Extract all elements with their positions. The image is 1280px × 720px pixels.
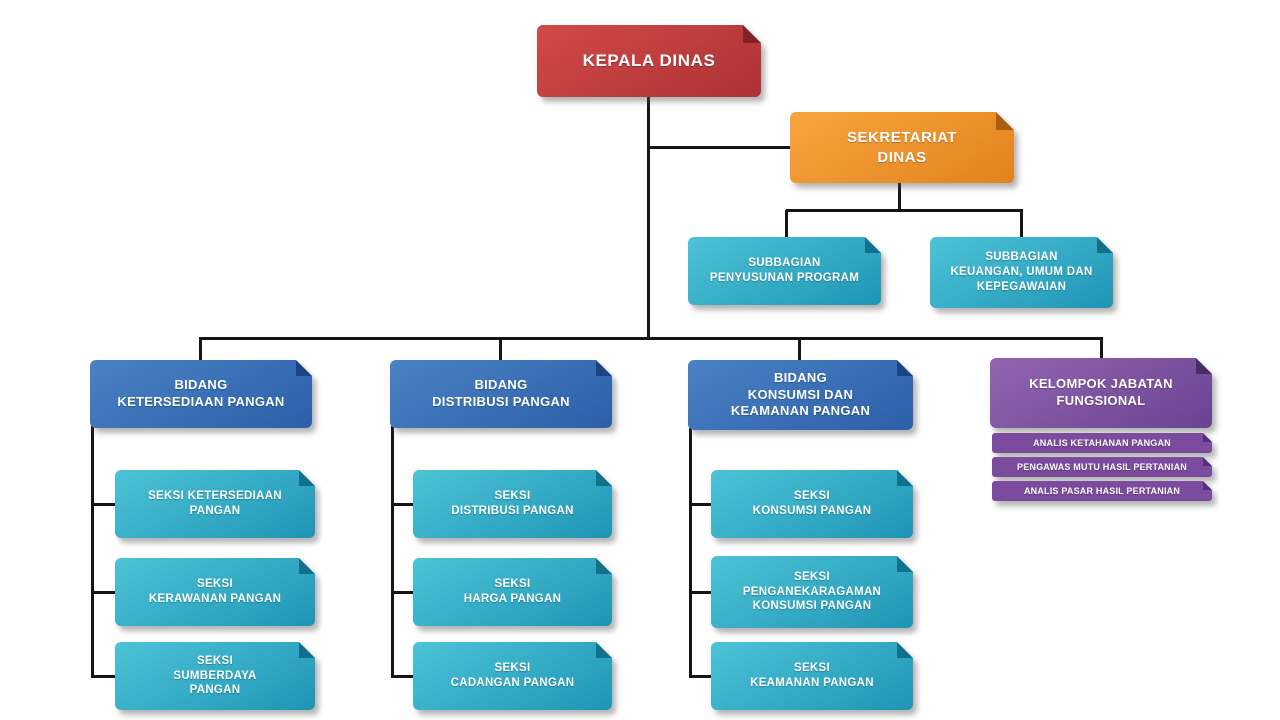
connector-line: [391, 503, 415, 506]
node-label: SEKSI KETERSEDIAAN PANGAN: [148, 490, 282, 517]
connector-line: [689, 675, 713, 678]
node-kelompok-jabatan-fungsional: KELOMPOK JABATAN FUNGSIONAL: [990, 358, 1212, 428]
connector-line: [647, 146, 792, 149]
connector-line: [798, 338, 801, 362]
node-label: SEKSI KERAWANAN PANGAN: [148, 578, 282, 605]
folded-corner: [1203, 457, 1212, 466]
connector-line: [391, 591, 415, 594]
node-label: BIDANG DISTRIBUSI PANGAN: [432, 377, 570, 409]
folded-corner: [299, 558, 315, 574]
node-label: SEKSI DISTRIBUSI PANGAN: [451, 490, 574, 517]
node-label: KELOMPOK JABATAN FUNGSIONAL: [1029, 376, 1173, 408]
folded-corner: [865, 237, 881, 253]
node-label: BIDANG KETERSEDIAAN PANGAN: [117, 377, 285, 409]
node-seksi-cadangan-pangan: SEKSI CADANGAN PANGAN: [413, 642, 612, 710]
node-seksi-distribusi-pangan: SEKSI DISTRIBUSI PANGAN: [413, 470, 612, 538]
folded-corner: [743, 25, 761, 43]
node-kepala-dinas: KEPALA DINAS: [537, 25, 761, 97]
connector-line: [898, 181, 901, 212]
node-bidang-distribusi-pangan: BIDANG DISTRIBUSI PANGAN: [390, 360, 612, 428]
node-label: BIDANG KONSUMSI DAN KEAMANAN PANGAN: [730, 369, 871, 419]
node-seksi-harga-pangan: SEKSI HARGA PANGAN: [413, 558, 612, 626]
node-bidang-konsumsi-keamanan-pangan: BIDANG KONSUMSI DAN KEAMANAN PANGAN: [688, 360, 913, 430]
node-label: SEKSI SUMBERDAYA PANGAN: [173, 654, 257, 697]
node-sekretariat-dinas: SEKRETARIAT DINAS: [790, 112, 1014, 183]
connector-line: [499, 338, 502, 362]
fungsional-item-pengawas-mutu-hasil-pertanian: PENGAWAS MUTU HASIL PERTANIAN: [992, 457, 1212, 477]
node-label: SEKSI KEAMANAN PANGAN: [750, 662, 874, 689]
connector-line: [199, 337, 1103, 340]
connector-line: [1020, 210, 1023, 239]
folded-corner: [1196, 358, 1212, 374]
folded-corner: [897, 470, 913, 486]
connector-line: [91, 675, 117, 678]
fungsional-item-analis-ketahanan-pangan: ANALIS KETAHANAN PANGAN: [992, 433, 1212, 453]
connector-line: [91, 426, 94, 677]
connector-line: [91, 503, 117, 506]
folded-corner: [1203, 481, 1212, 490]
node-label: SUBBAGIAN KEUANGAN, UMUM DAN KEPEGAWAIAN: [950, 251, 1093, 293]
connector-line: [391, 426, 394, 677]
node-label: SEKSI CADANGAN PANGAN: [450, 662, 575, 689]
node-label: ANALIS PASAR HASIL PERTANIAN: [1023, 485, 1181, 496]
node-label: SUBBAGIAN PENYUSUNAN PROGRAM: [709, 257, 860, 284]
node-seksi-konsumsi-pangan: SEKSI KONSUMSI PANGAN: [711, 470, 913, 538]
folded-corner: [1203, 433, 1212, 442]
folded-corner: [596, 642, 612, 658]
folded-corner: [596, 558, 612, 574]
fungsional-item-analis-pasar-hasil-pertanian: ANALIS PASAR HASIL PERTANIAN: [992, 481, 1212, 501]
node-label: ANALIS KETAHANAN PANGAN: [1033, 437, 1171, 448]
node-seksi-kerawanan-pangan: SEKSI KERAWANAN PANGAN: [115, 558, 315, 626]
connector-line: [1100, 338, 1103, 360]
connector-line: [647, 95, 650, 340]
folded-corner: [596, 360, 612, 376]
node-label: SEKSI HARGA PANGAN: [463, 578, 562, 605]
node-label: SEKSI KONSUMSI PANGAN: [752, 490, 872, 517]
node-subbagian-keuangan-umum-kepegawaian: SUBBAGIAN KEUANGAN, UMUM DAN KEPEGAWAIAN: [930, 237, 1113, 308]
folded-corner: [299, 642, 315, 658]
connector-line: [786, 209, 1023, 212]
node-subbagian-penyusunan-program: SUBBAGIAN PENYUSUNAN PROGRAM: [688, 237, 881, 305]
node-label: PENGAWAS MUTU HASIL PERTANIAN: [1017, 461, 1187, 472]
connector-line: [689, 428, 692, 677]
connector-line: [91, 591, 117, 594]
connector-line: [199, 338, 202, 362]
connector-line: [785, 210, 788, 239]
node-seksi-ketersediaan-pangan: SEKSI KETERSEDIAAN PANGAN: [115, 470, 315, 538]
folded-corner: [897, 642, 913, 658]
folded-corner: [1097, 237, 1113, 253]
node-seksi-sumberdaya-pangan: SEKSI SUMBERDAYA PANGAN: [115, 642, 315, 710]
folded-corner: [897, 556, 913, 572]
folded-corner: [596, 470, 612, 486]
node-seksi-keamanan-pangan: SEKSI KEAMANAN PANGAN: [711, 642, 913, 710]
connector-line: [689, 591, 713, 594]
node-label: SEKSI PENGANEKARAGAMAN KONSUMSI PANGAN: [742, 570, 882, 613]
folded-corner: [996, 112, 1014, 130]
node-seksi-penganekaragaman-konsumsi-pangan: SEKSI PENGANEKARAGAMAN KONSUMSI PANGAN: [711, 556, 913, 628]
connector-line: [391, 675, 415, 678]
node-label: SEKRETARIAT DINAS: [847, 129, 957, 166]
folded-corner: [299, 470, 315, 486]
folded-corner: [897, 360, 913, 376]
folded-corner: [296, 360, 312, 376]
node-bidang-ketersediaan-pangan: BIDANG KETERSEDIAAN PANGAN: [90, 360, 312, 428]
node-label: KEPALA DINAS: [582, 50, 716, 70]
connector-line: [689, 503, 713, 506]
